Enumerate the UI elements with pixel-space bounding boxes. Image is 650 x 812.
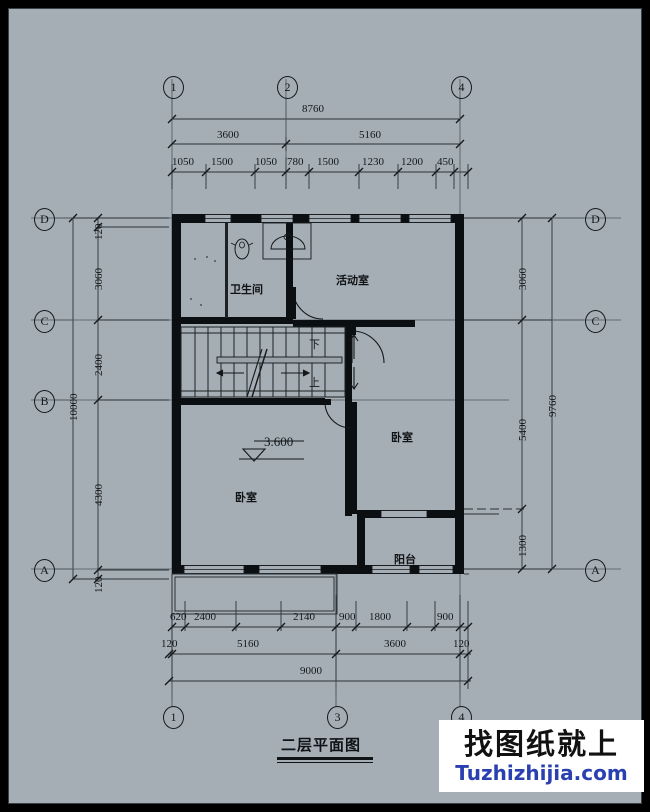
dim-top-d7: 1200	[401, 156, 423, 168]
dim-bottom-900a: 900	[339, 611, 356, 623]
dim-right-1300: 1300	[517, 535, 529, 557]
porch-outline	[171, 573, 338, 615]
dim-bottom-5160: 5160	[237, 638, 259, 650]
grid-bubble-bottom-3: 3	[327, 706, 348, 729]
grid-bubble-label: 3	[334, 710, 341, 724]
grid-bubble-right-D: D	[585, 208, 606, 231]
balcony-edge-lines	[464, 513, 499, 575]
grid-bubble-left-D: D	[34, 208, 55, 231]
grid-bubble-right-A: A	[585, 559, 606, 582]
dim-left-3060: 3060	[93, 268, 105, 290]
room-label-bedroom-left: 卧室	[235, 491, 257, 504]
grid-bubble-left-B: B	[34, 390, 55, 413]
dim-bottom-3600: 3600	[384, 638, 406, 650]
room-label-activity-room: 活动室	[336, 274, 369, 287]
dim-bottom-2400: 2400	[194, 611, 216, 623]
building-walls	[172, 214, 464, 574]
bottom-dimension-ticks	[164, 622, 473, 686]
dim-bottom-620: 620	[170, 611, 187, 623]
dim-left-120-bottom: 120	[93, 576, 105, 594]
dim-top-d1: 1050	[172, 156, 194, 168]
room-label-bathroom: 卫生间	[230, 283, 263, 296]
dim-bottom-total: 9000	[300, 665, 322, 677]
grid-bubble-label: 4	[458, 80, 465, 94]
level-marker-symbol	[239, 440, 304, 462]
dim-bottom-2140: 2140	[293, 611, 315, 623]
dim-bottom-120-right: 120	[453, 638, 470, 650]
grid-bubble-label: D	[40, 212, 49, 226]
left-dimension-chains	[72, 217, 169, 580]
level-marker-text: 3.600	[264, 434, 294, 449]
staircase	[180, 326, 359, 398]
dim-top-d3: 1050	[255, 156, 277, 168]
grid-bubble-label: B	[40, 394, 49, 408]
grid-leaders	[54, 97, 584, 707]
grid-bubble-label: A	[591, 563, 600, 577]
stair-down-label: 下	[309, 338, 320, 351]
dim-right-3060: 3060	[517, 268, 529, 290]
grid-bubble-label: D	[591, 212, 600, 226]
dim-top-d8: 450	[437, 156, 454, 168]
door-leaves	[290, 287, 356, 405]
dim-left-4300: 4300	[93, 484, 105, 506]
dim-bottom-900b: 900	[437, 611, 454, 623]
floorplan-linework	[31, 79, 621, 707]
room-label-balcony: 阳台	[394, 553, 416, 566]
drawing-sheet: 1 2 4 1 3 4 D C B A D C A 8760 3600 5160…	[8, 8, 644, 804]
dim-bottom-1800: 1800	[369, 611, 391, 623]
dim-top-major-5160: 5160	[359, 129, 381, 141]
grid-bubble-right-C: C	[585, 310, 606, 333]
grid-bubble-label: 2	[284, 80, 291, 94]
title-underline-thick	[277, 757, 373, 760]
grid-bubble-label: 4	[458, 710, 465, 724]
dim-top-d6: 1230	[362, 156, 384, 168]
grid-bubble-label: 1	[170, 710, 177, 724]
dim-top-d4: 780	[287, 156, 304, 168]
dim-left-total: 10000	[68, 393, 80, 422]
dim-right-5400: 5400	[517, 419, 529, 441]
top-dimension-chains	[171, 118, 469, 189]
watermark-cn-text: 找图纸就上	[463, 726, 619, 761]
top-dimension-ticks	[167, 114, 473, 177]
grid-bubble-left-C: C	[34, 310, 55, 333]
window-symbols	[183, 214, 454, 574]
grid-bubble-label: A	[40, 563, 49, 577]
dim-top-major-3600: 3600	[217, 129, 239, 141]
bathroom-fixtures	[190, 222, 312, 306]
grid-bubble-top-2: 2	[277, 76, 298, 99]
interior-partitions	[175, 218, 415, 516]
dim-top-total: 8760	[302, 103, 324, 115]
title-underline-thin	[277, 762, 373, 763]
grid-bubble-label: 1	[170, 80, 177, 94]
dim-left-120-top: 120	[93, 223, 105, 241]
grid-bubble-label: C	[591, 314, 600, 328]
watermark-badge: 找图纸就上 Tuzhizhijia.com	[439, 720, 644, 792]
grid-bubble-left-A: A	[34, 559, 55, 582]
bottom-dimension-chains	[169, 595, 471, 689]
dim-top-d2: 1500	[211, 156, 233, 168]
grid-bubble-bottom-1: 1	[163, 706, 184, 729]
dim-left-2400: 2400	[93, 354, 105, 376]
dim-top-d5: 1500	[317, 156, 339, 168]
left-dimension-ticks	[68, 213, 103, 584]
page-title: 二层平面图	[281, 736, 362, 754]
grid-bubble-top-1: 1	[163, 76, 184, 99]
dim-bottom-120-left: 120	[161, 638, 178, 650]
stair-up-label: 上	[309, 376, 320, 389]
right-dimension-chains	[464, 217, 554, 570]
watermark-url-text: Tuzhizhijia.com	[455, 760, 628, 785]
grid-bubble-top-4: 4	[451, 76, 472, 99]
room-label-bedroom-right: 卧室	[391, 431, 413, 444]
dim-right-total: 9760	[547, 395, 559, 417]
grid-bubble-label: C	[40, 314, 49, 328]
